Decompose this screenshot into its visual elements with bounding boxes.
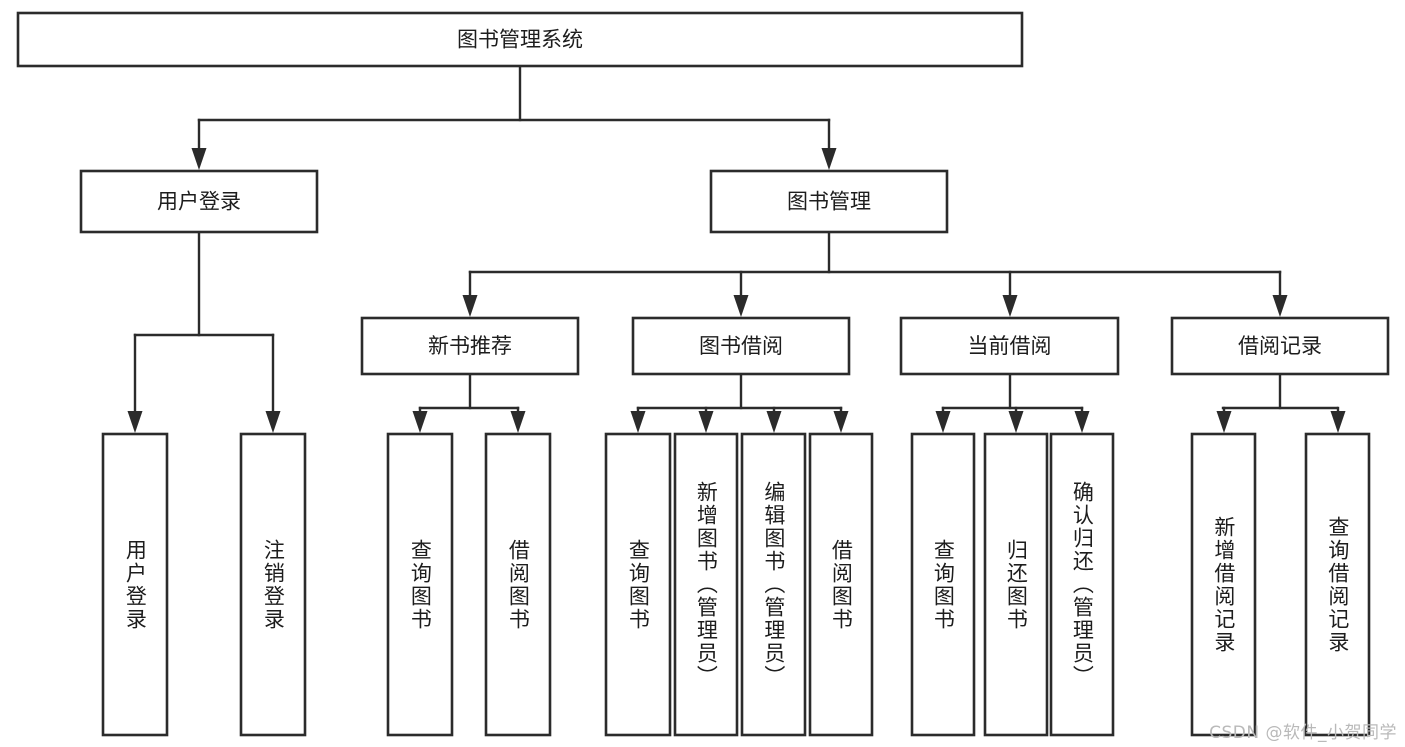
edge-user-login-to-leaf-user-logout xyxy=(265,333,281,433)
edge-current-borrow-to-leaf-return-book xyxy=(1008,406,1024,433)
node-leaf-confirm-return[interactable] xyxy=(1049,432,1115,737)
node-box[interactable] xyxy=(808,432,874,737)
node-leaf-user-logout[interactable] xyxy=(239,432,307,737)
node-leaf-return-book[interactable] xyxy=(983,432,1049,737)
arrowhead-icon xyxy=(412,411,428,433)
arrowhead-icon xyxy=(1330,411,1346,433)
node-label: 新书推荐 xyxy=(428,334,512,358)
connector-bus-new-book-recommend xyxy=(418,372,520,410)
node-box[interactable] xyxy=(484,432,552,737)
node-label: 借阅记录 xyxy=(1238,334,1322,358)
arrowhead-icon xyxy=(698,411,714,433)
edge-new-book-recommend-to-leaf-query-book-recommend xyxy=(412,406,428,433)
node-box[interactable] xyxy=(1049,432,1115,737)
node-current-borrow[interactable]: 当前借阅 xyxy=(899,316,1120,376)
arrowhead-icon xyxy=(127,411,143,433)
edge-borrow-record-to-leaf-add-borrow-record xyxy=(1216,406,1232,433)
node-label: 图书管理 xyxy=(787,190,871,214)
arrowhead-icon xyxy=(1074,411,1090,433)
arrowhead-icon xyxy=(833,411,849,433)
csdn-watermark: CSDN @软件_小贺同学 xyxy=(1209,723,1397,743)
arrowhead-icon xyxy=(733,295,749,317)
node-box[interactable] xyxy=(16,11,1024,68)
node-new-book-recommend[interactable]: 新书推荐 xyxy=(360,316,580,376)
connector-bus-book-borrow xyxy=(636,372,843,410)
node-box[interactable] xyxy=(79,169,319,234)
edge-current-borrow-to-leaf-confirm-return xyxy=(1074,406,1090,433)
node-box[interactable] xyxy=(1190,432,1257,737)
arrowhead-icon xyxy=(630,411,646,433)
node-label: 图书管理系统 xyxy=(457,28,583,52)
arrowhead-icon xyxy=(191,148,207,170)
arrowhead-icon xyxy=(821,148,837,170)
edge-book-borrow-to-leaf-edit-book xyxy=(766,406,782,433)
node-box[interactable] xyxy=(239,432,307,737)
node-box[interactable] xyxy=(604,432,672,737)
edge-book-management-to-new-book-recommend xyxy=(462,270,478,317)
connector-bus-root xyxy=(197,64,831,122)
node-box[interactable] xyxy=(360,316,580,376)
node-label: 当前借阅 xyxy=(968,334,1052,358)
node-leaf-query-book-current[interactable] xyxy=(910,432,976,737)
arrowhead-icon xyxy=(1008,411,1024,433)
node-box[interactable] xyxy=(1304,432,1371,737)
arrowhead-icon xyxy=(935,411,951,433)
edge-book-management-to-borrow-record xyxy=(1272,270,1288,317)
arrowhead-icon xyxy=(265,411,281,433)
node-box[interactable] xyxy=(740,432,807,737)
node-label: 图书借阅 xyxy=(699,334,783,358)
connectors-layer xyxy=(127,64,1346,433)
node-book-borrow[interactable]: 图书借阅 xyxy=(631,316,851,376)
connector-bus-current-borrow xyxy=(941,372,1084,410)
node-box[interactable] xyxy=(673,432,739,737)
node-leaf-user-login[interactable] xyxy=(101,432,169,737)
node-box[interactable] xyxy=(101,432,169,737)
node-box[interactable] xyxy=(631,316,851,376)
node-label: 用户登录 xyxy=(157,190,241,214)
node-box[interactable] xyxy=(709,169,949,234)
node-leaf-query-borrow-record[interactable] xyxy=(1304,432,1371,737)
connector-bus-user-login xyxy=(133,230,275,337)
node-user-login[interactable]: 用户登录 xyxy=(79,169,319,234)
edge-borrow-record-to-leaf-query-borrow-record xyxy=(1330,406,1346,433)
node-box[interactable] xyxy=(910,432,976,737)
edge-root-to-book-management xyxy=(821,118,837,170)
node-leaf-edit-book[interactable] xyxy=(740,432,807,737)
node-borrow-record[interactable]: 借阅记录 xyxy=(1170,316,1390,376)
edge-new-book-recommend-to-leaf-borrow-book-recommend xyxy=(510,406,526,433)
arrowhead-icon xyxy=(766,411,782,433)
node-box[interactable] xyxy=(386,432,454,737)
edge-book-management-to-book-borrow xyxy=(733,270,749,317)
edge-book-borrow-to-leaf-query-book-borrow xyxy=(630,406,646,433)
edge-book-borrow-to-leaf-borrow-book xyxy=(833,406,849,433)
node-leaf-borrow-book-recommend[interactable] xyxy=(484,432,552,737)
node-leaf-add-book[interactable] xyxy=(673,432,739,737)
node-leaf-borrow-book[interactable] xyxy=(808,432,874,737)
node-book-management[interactable]: 图书管理 xyxy=(709,169,949,234)
edge-book-management-to-current-borrow xyxy=(1002,270,1018,317)
edge-user-login-to-leaf-user-login xyxy=(127,333,143,433)
arrowhead-icon xyxy=(1272,295,1288,317)
node-box[interactable] xyxy=(899,316,1120,376)
arrowhead-icon xyxy=(462,295,478,317)
arrowhead-icon xyxy=(1216,411,1232,433)
node-box[interactable] xyxy=(983,432,1049,737)
node-leaf-query-book-borrow[interactable] xyxy=(604,432,672,737)
edge-root-to-user-login xyxy=(191,118,207,170)
node-leaf-add-borrow-record[interactable] xyxy=(1190,432,1257,737)
connector-bus-book-management xyxy=(468,230,1282,274)
node-leaf-query-book-recommend[interactable] xyxy=(386,432,454,737)
arrowhead-icon xyxy=(510,411,526,433)
node-root[interactable]: 图书管理系统 xyxy=(16,11,1024,68)
connector-bus-borrow-record xyxy=(1221,372,1339,410)
arrowhead-icon xyxy=(1002,295,1018,317)
node-box[interactable] xyxy=(1170,316,1390,376)
edge-current-borrow-to-leaf-query-book-current xyxy=(935,406,951,433)
edge-book-borrow-to-leaf-add-book xyxy=(698,406,714,433)
